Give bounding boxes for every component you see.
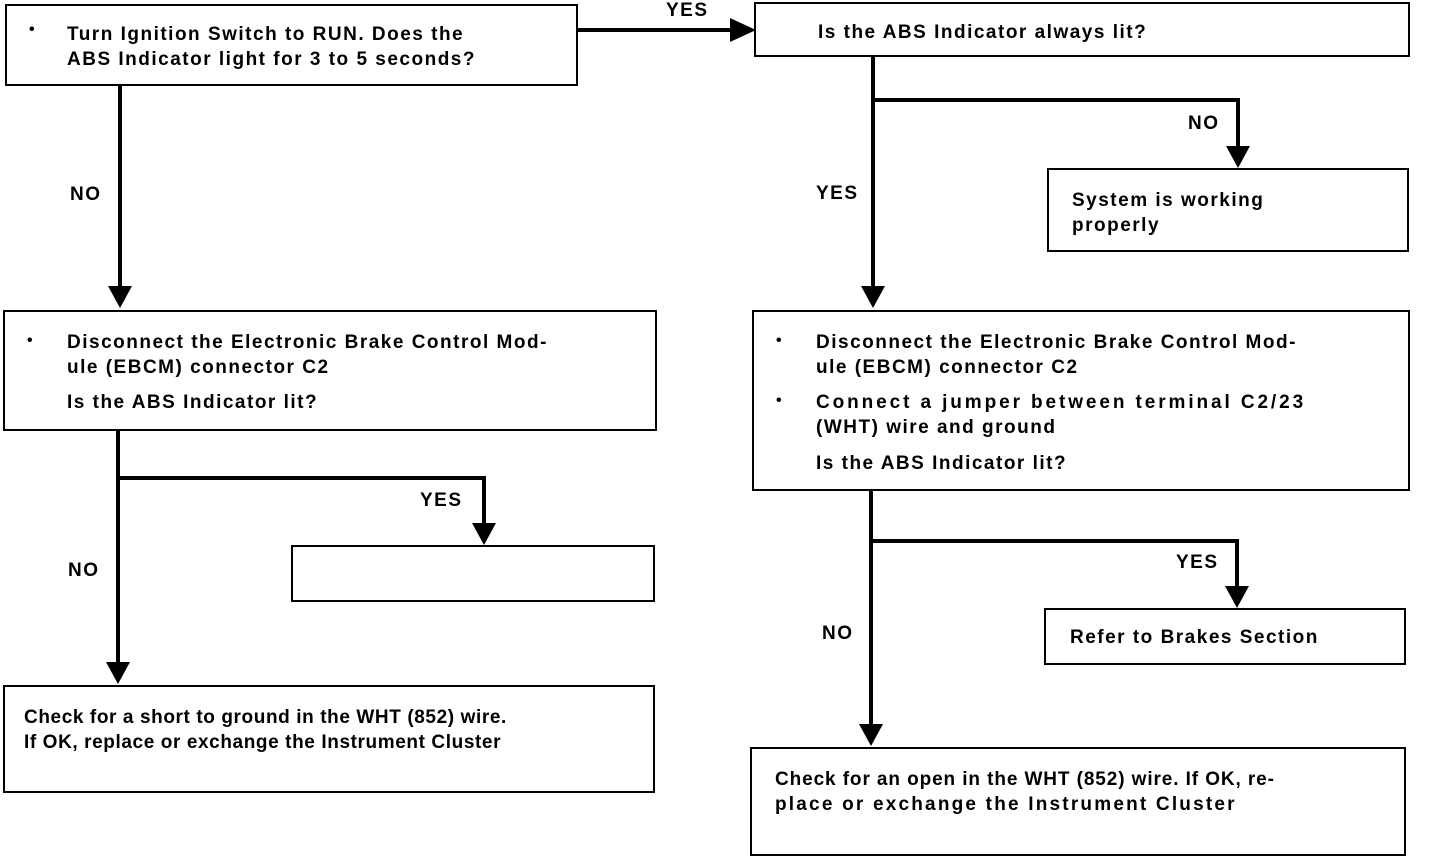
- right-result-box: Check for an open in the WHT (852) wire.…: [750, 747, 1406, 856]
- edge-label-always-yes: YES: [816, 183, 859, 204]
- left-disconnect-line-2: ule (EBCM) connector C2: [67, 357, 330, 378]
- arrowhead-no-left: [108, 286, 132, 308]
- arrowhead-yes-down: [861, 286, 885, 308]
- refer-brakes-text: Refer to Brakes Section: [1070, 627, 1319, 648]
- system-working-box: System is working properly: [1047, 168, 1409, 252]
- edge-label-right-yes: YES: [1176, 552, 1219, 573]
- right-disconnect-question: Is the ABS Indicator lit?: [816, 453, 1068, 474]
- arrowhead-no-right-result: [859, 724, 883, 746]
- empty-result-box: [291, 545, 655, 602]
- left-result-line-2: If OK, replace or exchange the Instrumen…: [24, 732, 502, 753]
- start-line-2: ABS Indicator light for 3 to 5 seconds?: [67, 49, 476, 70]
- always-lit-decision-box: Is the ABS Indicator always lit?: [754, 2, 1410, 57]
- system-line-1: System is working: [1072, 190, 1265, 211]
- edge-label-left-yes: YES: [420, 490, 463, 511]
- left-disconnect-question: Is the ABS Indicator lit?: [67, 392, 319, 413]
- right-disconnect-box: • Disconnect the Electronic Brake Contro…: [752, 310, 1410, 491]
- left-disconnect-box: • Disconnect the Electronic Brake Contro…: [3, 310, 657, 431]
- system-line-2: properly: [1072, 215, 1161, 236]
- left-result-line-1: Check for a short to ground in the WHT (…: [24, 707, 507, 728]
- edge-label-left-no: NO: [68, 560, 100, 581]
- arrowhead-yes-brakes: [1225, 586, 1249, 608]
- start-decision-box: • Turn Ignition Switch to RUN. Does the …: [5, 4, 578, 86]
- edge-label-always-no: NO: [1188, 113, 1220, 134]
- edge-label-start-no: NO: [70, 184, 102, 205]
- arrowhead-yes-right: [730, 18, 756, 42]
- right-result-line-2: place or exchange the Instrument Cluster: [775, 794, 1237, 815]
- bullet: •: [776, 332, 782, 349]
- arrowhead-yes-empty: [472, 523, 496, 545]
- right-result-line-1: Check for an open in the WHT (852) wire.…: [775, 769, 1275, 790]
- edge-label-right-no: NO: [822, 623, 854, 644]
- refer-brakes-box: Refer to Brakes Section: [1044, 608, 1406, 665]
- right-jumper-line-1: Connect a jumper between terminal C2/23: [816, 392, 1307, 413]
- start-line-1: Turn Ignition Switch to RUN. Does the: [67, 24, 465, 45]
- left-result-box: Check for a short to ground in the WHT (…: [3, 685, 655, 793]
- edge-label-start-yes: YES: [666, 0, 709, 21]
- arrowhead-no-system: [1226, 146, 1250, 168]
- left-disconnect-line-1: Disconnect the Electronic Brake Control …: [67, 332, 548, 353]
- right-disconnect-line-2: ule (EBCM) connector C2: [816, 357, 1079, 378]
- bullet: •: [29, 21, 35, 38]
- bullet: •: [776, 392, 782, 409]
- bullet: •: [27, 332, 33, 349]
- right-jumper-line-2: (WHT) wire and ground: [816, 417, 1057, 438]
- right-disconnect-line-1: Disconnect the Electronic Brake Control …: [816, 332, 1297, 353]
- always-lit-question: Is the ABS Indicator always lit?: [818, 22, 1148, 43]
- arrowhead-no-left-result: [106, 662, 130, 684]
